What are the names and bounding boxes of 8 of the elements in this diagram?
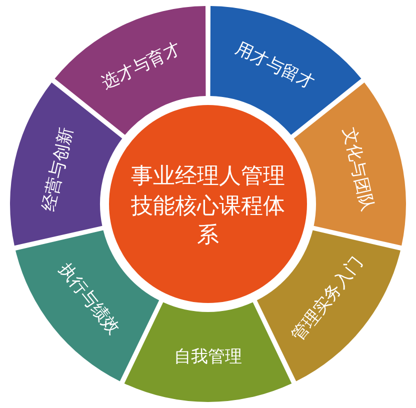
segment-label: 自我管理 <box>174 348 242 366</box>
segment-label: 用才与留才 <box>232 40 316 92</box>
segment-label: 管理实务入门 <box>289 254 366 345</box>
segment-label: 文化与团队 <box>339 126 375 214</box>
segment-label: 选才与育才 <box>100 40 184 92</box>
segment-label: 经营与创新 <box>41 126 77 214</box>
segment-label: 执行与绩效 <box>55 260 122 338</box>
center-title: 事业经理人管理技能核心课程体系 <box>130 163 286 250</box>
